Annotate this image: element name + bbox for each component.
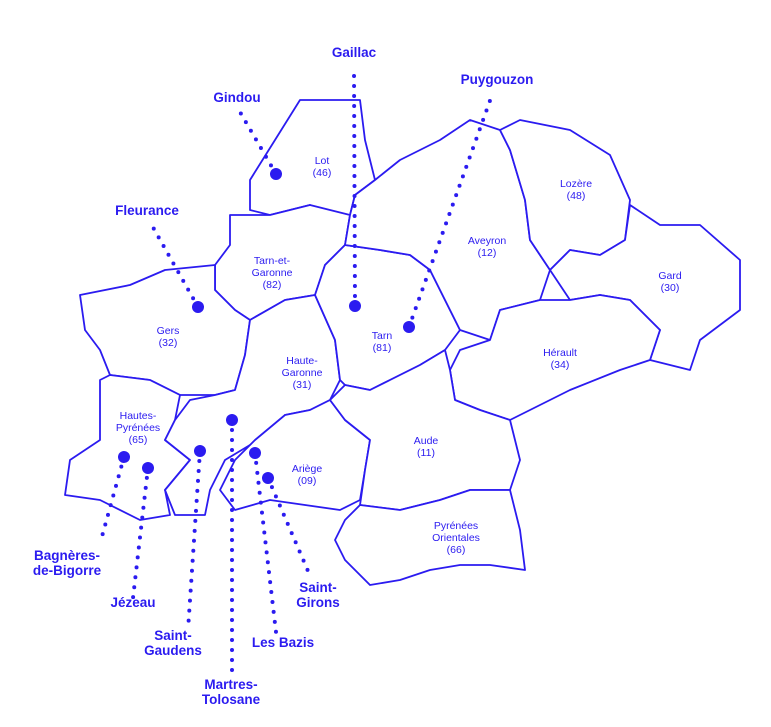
department-name: Tarn <box>371 330 393 342</box>
department-name: Hautes- <box>119 410 157 422</box>
department-code: (81) <box>372 342 392 354</box>
department-name: Tarn-et- <box>253 255 291 267</box>
department-name: Lot <box>314 155 330 167</box>
department-code: (09) <box>297 475 317 487</box>
leader-line <box>186 449 202 632</box>
town-marker[interactable] <box>249 447 261 459</box>
town-marker[interactable] <box>349 300 361 312</box>
department-name: Pyrénées <box>115 422 161 434</box>
leader-line <box>238 110 278 176</box>
department-code: (82) <box>262 279 282 291</box>
town-marker[interactable] <box>118 451 130 463</box>
department-label: Haute-Garonne(31) <box>282 355 323 391</box>
department-name: Hérault <box>543 347 577 359</box>
town-label: Saint- Girons <box>296 580 340 610</box>
town-label: Saint- Gaudens <box>144 628 202 658</box>
department-name: Garonne <box>281 367 323 379</box>
department-name: Orientales <box>432 532 480 544</box>
department-11 <box>329 349 521 511</box>
town-label: Bagnères- de-Bigorre <box>32 548 102 578</box>
department-label: Aveyron(12) <box>468 235 506 259</box>
department-34 <box>449 294 661 421</box>
leader-line <box>99 455 126 542</box>
leader-line <box>148 220 200 309</box>
department-label: Tarn(81) <box>372 330 392 354</box>
town-label: Fleurance <box>115 203 179 218</box>
department-name: Aude <box>413 435 439 447</box>
department-code: (66) <box>446 544 466 556</box>
town-marker[interactable] <box>262 472 274 484</box>
town-label: Gaillac <box>331 45 377 60</box>
leader-line <box>131 466 150 600</box>
department-code: (30) <box>660 282 680 294</box>
leader-line <box>266 476 313 580</box>
department-name: Gard <box>658 270 682 282</box>
department-name: Aveyron <box>467 235 507 247</box>
town-marker[interactable] <box>192 301 204 313</box>
department-name: Ariège <box>291 463 323 475</box>
town-marker[interactable] <box>270 168 282 180</box>
department-name: Lozère <box>559 178 593 190</box>
department-label: Tarn-et-Garonne(82) <box>252 255 293 291</box>
town-marker[interactable] <box>403 321 415 333</box>
department-label: Hautes-Pyrénées(65) <box>116 410 160 446</box>
town-label: Puygouzon <box>460 72 534 87</box>
department-label: Aude(11) <box>414 435 439 459</box>
department-label: Gard(30) <box>658 270 681 294</box>
department-code: (31) <box>292 379 312 391</box>
department-code: (34) <box>550 359 570 371</box>
department-name: Haute- <box>286 355 318 367</box>
department-code: (11) <box>417 447 435 459</box>
department-code: (12) <box>477 247 497 259</box>
department-name: Garonne <box>251 267 293 279</box>
department-code: (48) <box>566 190 586 202</box>
department-label: Ariège(09) <box>292 463 322 487</box>
department-code: (46) <box>312 167 332 179</box>
town-label: Martres- Tolosane <box>201 677 261 707</box>
town-label: Jézeau <box>110 595 156 610</box>
town-label: Les Bazis <box>251 635 315 650</box>
town-marker[interactable] <box>194 445 206 457</box>
town-marker[interactable] <box>142 462 154 474</box>
leader-line <box>352 68 357 308</box>
department-label: Lozère(48) <box>560 178 592 202</box>
department-30 <box>549 204 741 371</box>
leader-line <box>407 93 494 329</box>
department-name: Pyrénées <box>433 520 479 532</box>
department-name: Gers <box>156 325 180 337</box>
department-label: Hérault(34) <box>543 347 577 371</box>
leader-line <box>253 451 278 634</box>
department-code: (65) <box>128 434 148 446</box>
department-label: Gers(32) <box>157 325 180 349</box>
town-label: Gindou <box>213 90 261 105</box>
department-66 <box>334 489 526 586</box>
department-label: Lot(46) <box>313 155 332 179</box>
town-marker[interactable] <box>226 414 238 426</box>
department-code: (32) <box>158 337 178 349</box>
